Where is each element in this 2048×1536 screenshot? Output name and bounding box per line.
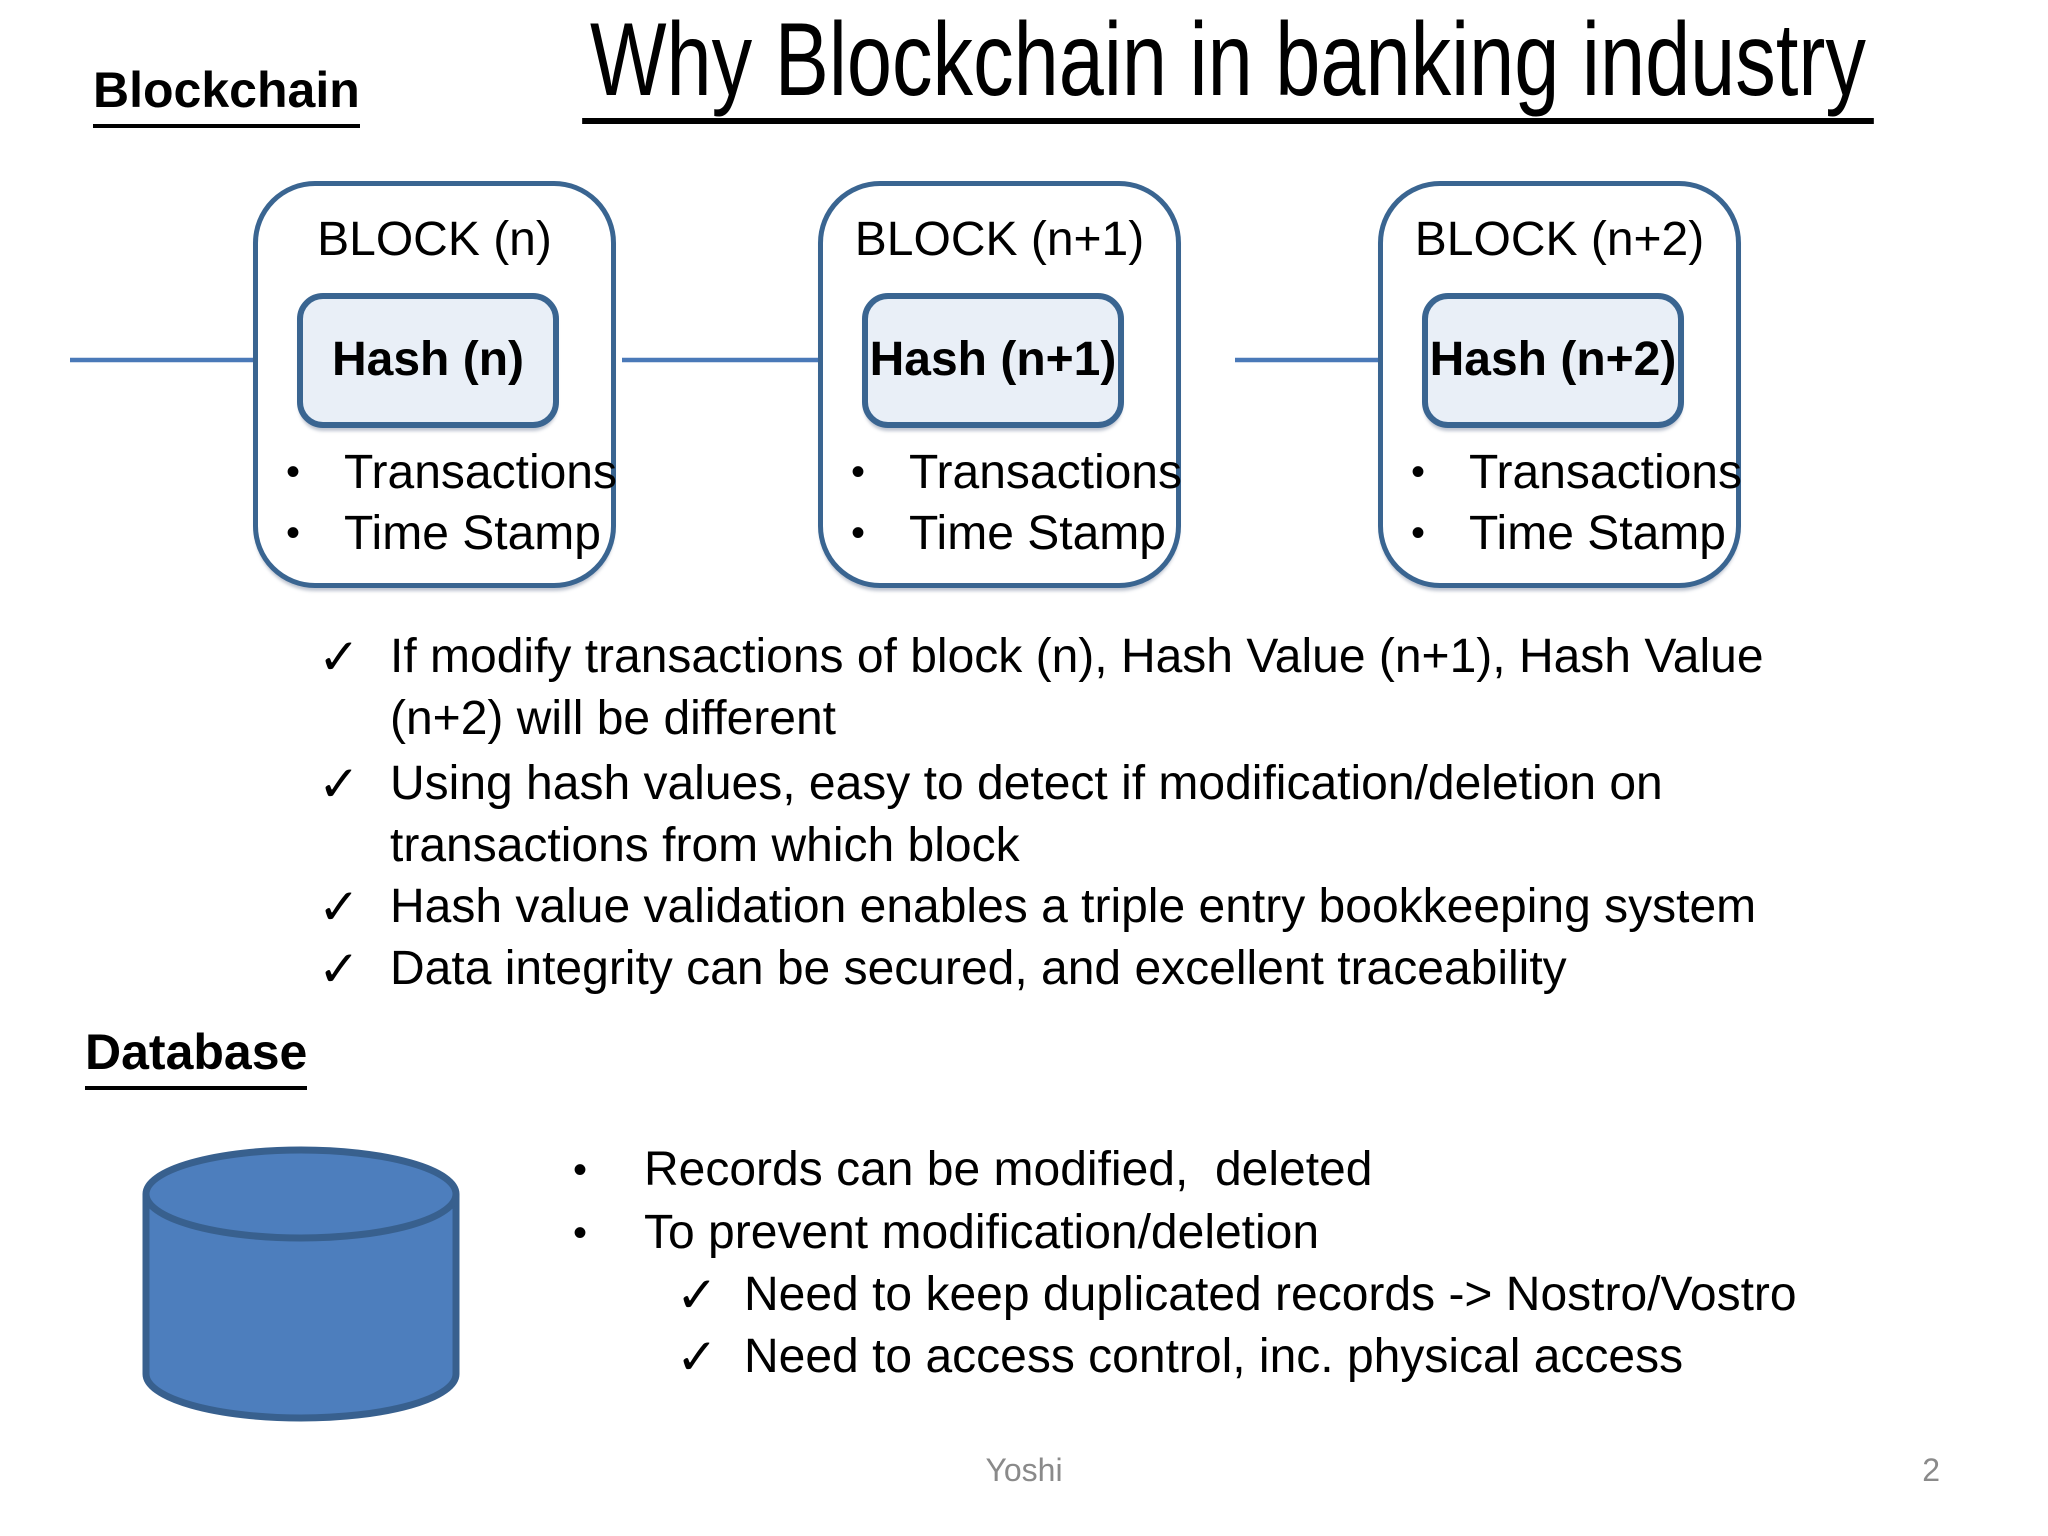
checklist-line: Using hash values, easy to detect if mod… xyxy=(390,757,1663,810)
checklist-text: Data integrity can be secured, and excel… xyxy=(390,938,1567,1000)
page-title-text: Why Blockchain in banking industry xyxy=(582,8,1874,124)
list-item: • Time Stamp xyxy=(851,503,1182,564)
checklist-line: (n+2) will be different xyxy=(390,692,837,745)
block-title: BLOCK (n+2) xyxy=(1414,213,1705,266)
check-icon: ✓ xyxy=(676,1267,718,1323)
block-item-label: Time Stamp xyxy=(1469,507,1726,560)
check-icon: ✓ xyxy=(318,629,360,685)
bullet-icon: • xyxy=(286,450,301,494)
database-checklist-item: ✓ Need to keep duplicated records -> Nost… xyxy=(676,1265,1797,1325)
check-icon: ✓ xyxy=(676,1329,718,1385)
checklist-item: ✓ If modify transactions of block (n), H… xyxy=(318,626,1764,750)
block-item-label: Time Stamp xyxy=(344,507,601,560)
checklist-line: transactions from which block xyxy=(390,819,1020,872)
checklist-item: ✓ Hash value validation enables a triple… xyxy=(318,876,1756,938)
checklist-item: ✓ Data integrity can be secured, and exc… xyxy=(318,938,1567,1000)
block-item-label: Transactions xyxy=(1469,446,1742,499)
check-icon: ✓ xyxy=(318,756,360,812)
block-n1: BLOCK (n+1) Hash (n+1) • Transactions • Ti… xyxy=(818,181,1182,588)
footer-page-number: 2 xyxy=(1922,1452,1940,1488)
bullet-icon: • xyxy=(573,1148,588,1192)
bullet-icon: • xyxy=(1411,450,1426,494)
block-item-label: Time Stamp xyxy=(909,507,1166,560)
hash-label: Hash (n) xyxy=(332,333,524,386)
hash-label: Hash (n+2) xyxy=(1429,333,1677,386)
database-bullet-text: Records can be modified, deleted xyxy=(644,1143,1373,1196)
checklist-text: If modify transactions of block (n), Has… xyxy=(390,626,1764,750)
hash-label: Hash (n+1) xyxy=(869,333,1117,386)
database-section-label-text: Database xyxy=(85,1024,308,1090)
block-item-list: • Transactions • Time Stamp xyxy=(1411,442,1742,564)
database-checklist-text: Need to keep duplicated records -> Nostr… xyxy=(744,1268,1797,1321)
check-icon: ✓ xyxy=(318,941,360,997)
checklist-item: ✓ Using hash values, easy to detect if m… xyxy=(318,753,1663,877)
checklist-line: If modify transactions of block (n), Has… xyxy=(390,630,1764,683)
page-title: Why Blockchain in banking industry xyxy=(400,8,1874,124)
hash-box: Hash (n) xyxy=(297,293,559,428)
checklist-text: Using hash values, easy to detect if mod… xyxy=(390,753,1663,877)
bullet-icon: • xyxy=(851,511,866,555)
database-section-label: Database xyxy=(85,1024,308,1090)
database-cylinder-icon xyxy=(142,1146,460,1422)
block-item-list: • Transactions • Time Stamp xyxy=(851,442,1182,564)
block-n2: BLOCK (n+2) Hash (n+2) • Transactions • Ti… xyxy=(1378,181,1742,588)
database-bullet: • To prevent modification/deletion xyxy=(573,1203,1319,1263)
bullet-icon: • xyxy=(573,1211,588,1255)
block-item-list: • Transactions • Time Stamp xyxy=(286,442,617,564)
blockchain-section-label-text: Blockchain xyxy=(93,62,360,128)
hash-box: Hash (n+1) xyxy=(862,293,1124,428)
hash-box: Hash (n+2) xyxy=(1422,293,1684,428)
block-item-label: Transactions xyxy=(909,446,1182,499)
database-checklist-text: Need to access control, inc. physical ac… xyxy=(744,1330,1684,1383)
list-item: • Transactions xyxy=(851,442,1182,503)
footer-author: Yoshi xyxy=(985,1452,1063,1488)
bullet-icon: • xyxy=(286,511,301,555)
list-item: • Time Stamp xyxy=(1411,503,1742,564)
list-item: • Transactions xyxy=(286,442,617,503)
list-item: • Transactions xyxy=(1411,442,1742,503)
block-title: BLOCK (n+1) xyxy=(854,213,1145,266)
database-bullet: • Records can be modified, deleted xyxy=(573,1140,1372,1200)
bullet-icon: • xyxy=(851,450,866,494)
checklist-line: Data integrity can be secured, and excel… xyxy=(390,942,1567,995)
database-bullet-text: To prevent modification/deletion xyxy=(644,1206,1320,1259)
bullet-icon: • xyxy=(1411,511,1426,555)
check-icon: ✓ xyxy=(318,879,360,935)
block-item-label: Transactions xyxy=(344,446,617,499)
database-checklist-item: ✓ Need to access control, inc. physical a… xyxy=(676,1327,1683,1387)
list-item: • Time Stamp xyxy=(286,503,617,564)
checklist-line: Hash value validation enables a triple e… xyxy=(390,880,1757,933)
block-title: BLOCK (n) xyxy=(317,213,552,266)
block-n: BLOCK (n) Hash (n) • Transactions • Time S… xyxy=(253,181,617,588)
blockchain-section-label: Blockchain xyxy=(93,62,360,128)
checklist-text: Hash value validation enables a triple e… xyxy=(390,876,1756,938)
